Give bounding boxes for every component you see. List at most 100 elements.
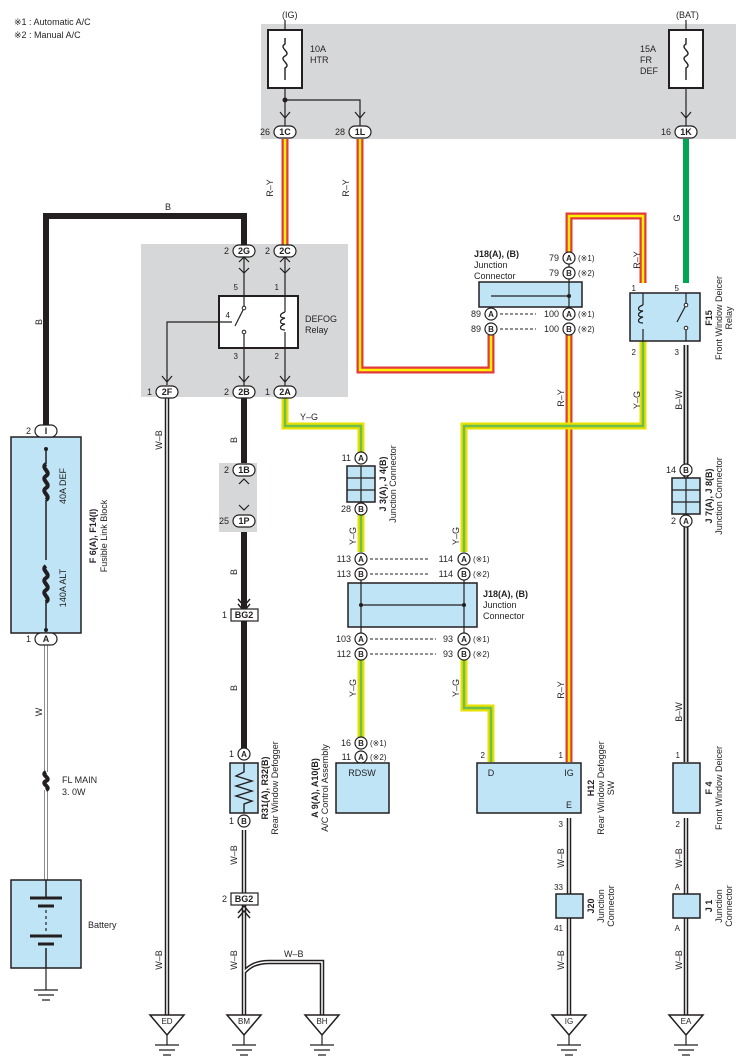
svg-text:1: 1 xyxy=(632,284,637,293)
svg-text:A: A xyxy=(461,635,467,644)
h12-name-1: Rear Window Defogger xyxy=(596,741,606,835)
label-wb-2: W–B xyxy=(229,845,239,865)
ground-ig: IG xyxy=(550,1014,588,1056)
svg-text:A: A xyxy=(683,517,689,526)
svg-text:2: 2 xyxy=(632,348,637,357)
ground-ea: EA xyxy=(667,1014,705,1056)
ig-label: (IG) xyxy=(282,10,298,20)
svg-text:2: 2 xyxy=(222,894,227,904)
svg-text:A: A xyxy=(675,924,681,933)
ground-icon xyxy=(557,1035,581,1056)
battery-cells-icon xyxy=(30,896,62,946)
label-wb-9: W–B xyxy=(674,950,684,970)
pin-1k: 1K 16 xyxy=(661,125,698,139)
ground-icon xyxy=(155,1035,179,1056)
svg-text:79: 79 xyxy=(549,268,559,278)
svg-text:BH: BH xyxy=(316,1017,327,1026)
svg-text:5: 5 xyxy=(675,284,680,293)
j18-top-connector: A 79 (※1) B 79 (※2) A 89 100 A (※1) B 89… xyxy=(471,251,595,336)
svg-text:1P: 1P xyxy=(238,516,249,526)
j20-connector: 33 41 xyxy=(554,883,584,933)
svg-text:B: B xyxy=(461,570,467,579)
j3-j4-connector: A 11 B 28 xyxy=(341,451,376,516)
svg-text:11: 11 xyxy=(342,453,351,463)
relay-pin-4: 4 xyxy=(226,311,231,320)
svg-text:114: 114 xyxy=(439,569,453,579)
fuse-htr-rating: 10A xyxy=(310,44,326,54)
svg-text:113: 113 xyxy=(337,569,351,579)
svg-text:B: B xyxy=(566,269,572,278)
label-ry-4: R–Y xyxy=(556,389,566,407)
fl-main-label: FL MAIN xyxy=(62,775,97,785)
svg-text:16: 16 xyxy=(661,127,671,137)
svg-text:1: 1 xyxy=(229,816,234,826)
pin-fl-a: A 1 xyxy=(26,632,58,646)
svg-text:A: A xyxy=(358,753,364,762)
pin-1l: 1L 28 xyxy=(335,125,372,139)
label-wb-1: W–B xyxy=(154,430,164,450)
svg-text:(※1): (※1) xyxy=(578,254,595,263)
svg-text:113: 113 xyxy=(337,554,351,564)
svg-text:B: B xyxy=(241,817,247,826)
j1-connector: A A xyxy=(672,883,701,933)
svg-text:1: 1 xyxy=(147,387,152,397)
svg-text:2F: 2F xyxy=(162,387,173,397)
svg-text:16: 16 xyxy=(341,738,351,748)
svg-text:IG: IG xyxy=(564,768,574,778)
label-b-2: B xyxy=(229,569,239,575)
fl-main-rating: 3. 0W xyxy=(62,787,86,797)
svg-text:2: 2 xyxy=(676,820,681,829)
a9-name: A/C Control Assembly xyxy=(320,744,330,832)
pin-1c: 1C 26 xyxy=(260,125,297,139)
label-ry-5: R–Y xyxy=(556,681,566,699)
j18-pin-112b-93b: B 112 93 B (※2) xyxy=(337,647,490,661)
r31-code: R31(A), R32(B) xyxy=(260,756,270,819)
j18-mid-name-1: Junction xyxy=(483,600,517,610)
svg-text:(※2): (※2) xyxy=(578,269,595,278)
label-wb-5: W–B xyxy=(154,950,164,970)
j7-j8-connector: B 14 A 2 xyxy=(666,463,701,528)
svg-text:1: 1 xyxy=(26,634,31,644)
ground-icon xyxy=(674,1035,698,1056)
svg-text:79: 79 xyxy=(549,253,559,263)
j3-j4-code: J 3(A), J 4(B) xyxy=(378,456,388,511)
svg-text:93: 93 xyxy=(443,634,453,644)
svg-text:(※1): (※1) xyxy=(473,635,490,644)
svg-text:A: A xyxy=(488,310,494,319)
j18-pin-89a-100a: A 89 100 A (※1) xyxy=(471,307,595,321)
fl-main-icon xyxy=(42,770,50,792)
relay-pin-2: 2 xyxy=(275,352,280,361)
note-automatic-ac: ※1 : Automatic A/C xyxy=(14,17,91,27)
ac-control-assembly: B 16 (※1) A 11 (※2) RDSW xyxy=(335,736,390,814)
svg-text:100: 100 xyxy=(544,324,559,334)
pin-2c: 2C 2 xyxy=(265,244,297,258)
fuse-htr-name: HTR xyxy=(310,55,329,65)
svg-text:A: A xyxy=(566,254,572,263)
ground-ed: ED xyxy=(148,1014,186,1056)
resistor-icon xyxy=(233,763,255,813)
ground-icon xyxy=(310,1035,334,1056)
svg-text:BG2: BG2 xyxy=(235,610,254,620)
pin-2f: 2F 1 xyxy=(147,385,179,399)
svg-text:100: 100 xyxy=(544,309,559,319)
rdsw-pin-11a: A 11 (※2) xyxy=(342,750,387,764)
a9-code: A 9(A), A10(B) xyxy=(310,758,320,818)
label-wb-6: W–B xyxy=(556,848,566,868)
relay-pin-3: 3 xyxy=(234,352,239,361)
label-b-left: B xyxy=(34,319,44,325)
label-yg-2: Y–G xyxy=(632,391,642,409)
f4-code: F 4 xyxy=(704,781,714,794)
label-yg-5: Y–G xyxy=(348,679,358,697)
svg-text:112: 112 xyxy=(337,649,351,659)
svg-text:103: 103 xyxy=(336,634,351,644)
fusible-link-code: F 6(A), F14(I) xyxy=(88,509,98,564)
battery-label: Battery xyxy=(88,920,117,930)
svg-text:2: 2 xyxy=(671,516,676,526)
svg-text:28: 28 xyxy=(335,127,345,137)
label-ry-3: R–Y xyxy=(632,251,642,269)
fuse-symbol-icon xyxy=(282,38,288,80)
fusible-link-name: Fusible Link Block xyxy=(99,499,109,572)
j18-pin-113b-114b: B 113 114 B (※2) xyxy=(337,567,490,581)
label-b-top: B xyxy=(165,202,171,212)
